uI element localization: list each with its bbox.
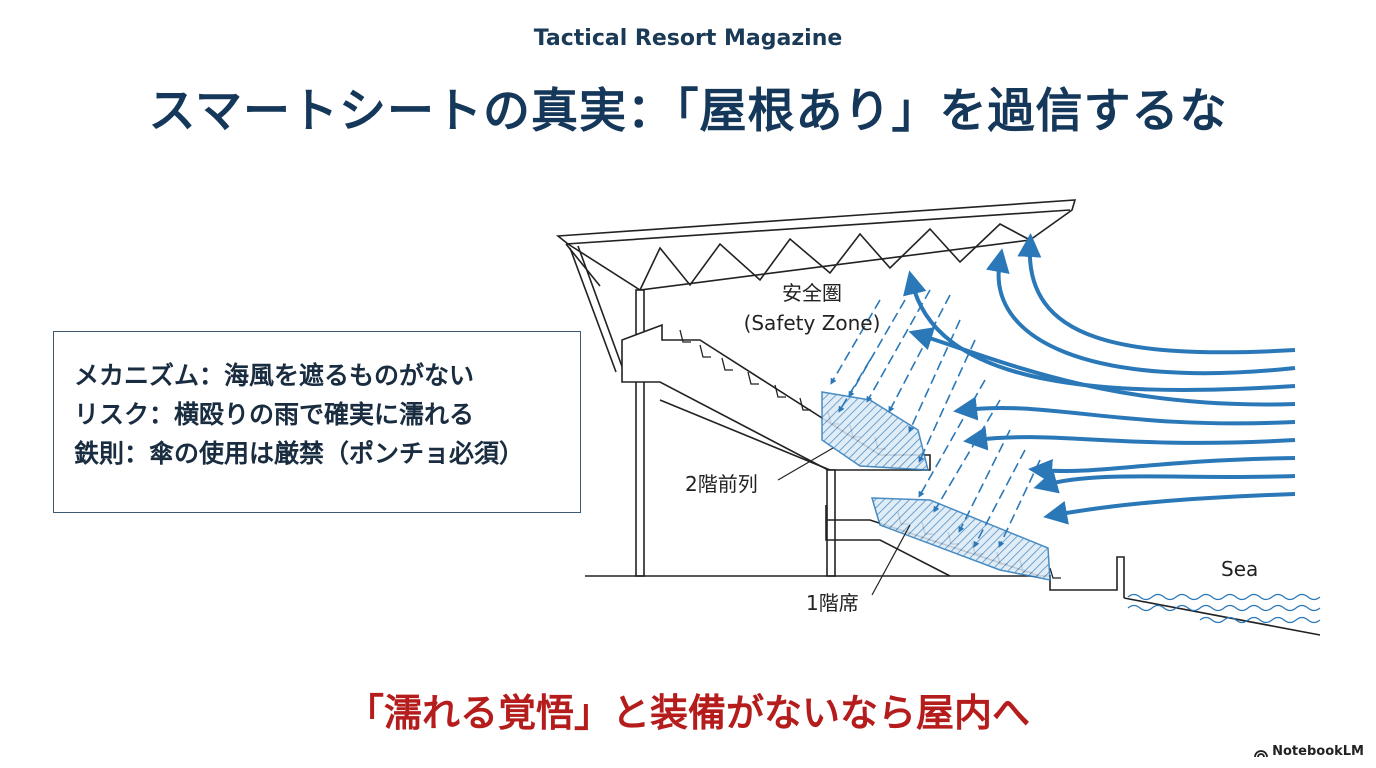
info-rule: 鉄則：傘の使用は厳禁（ポンチョ必須） (74, 439, 525, 468)
wind-arrows (903, 233, 1296, 525)
sea-waves (1127, 593, 1321, 624)
brand-name: NotebookLM (1272, 744, 1364, 759)
rain-lines (830, 289, 1041, 548)
exposed-zone-lower (870, 497, 1051, 581)
sea-label: Sea (1221, 557, 1258, 581)
safety-zone-label-jp: 安全圏 (782, 281, 842, 305)
page-title: スマートシートの真実：「屋根あり」を過信するな (148, 84, 1228, 139)
info-box: メカニズム：海風を遮るものがない リスク：横殴りの雨で確実に濡れる 鉄則：傘の使… (53, 331, 581, 513)
upper-front-row-label: 2階前列 (685, 472, 758, 496)
magazine-name: Tactical Resort Magazine (533, 26, 843, 51)
lower-seats-label: 1階席 (806, 591, 859, 615)
notebooklm-logo-icon (1254, 749, 1269, 757)
footer-message: 「濡れる覚悟」と装備がないなら屋内へ (345, 691, 1030, 735)
brand-watermark: NotebookLM (1254, 744, 1364, 759)
stadium-structure (555, 199, 1321, 636)
safety-zone-label-en: (Safety Zone) (744, 311, 881, 335)
info-mechanism: メカニズム：海風を遮るものがない (74, 361, 475, 390)
info-risk: リスク：横殴りの雨で確実に濡れる (74, 400, 475, 429)
